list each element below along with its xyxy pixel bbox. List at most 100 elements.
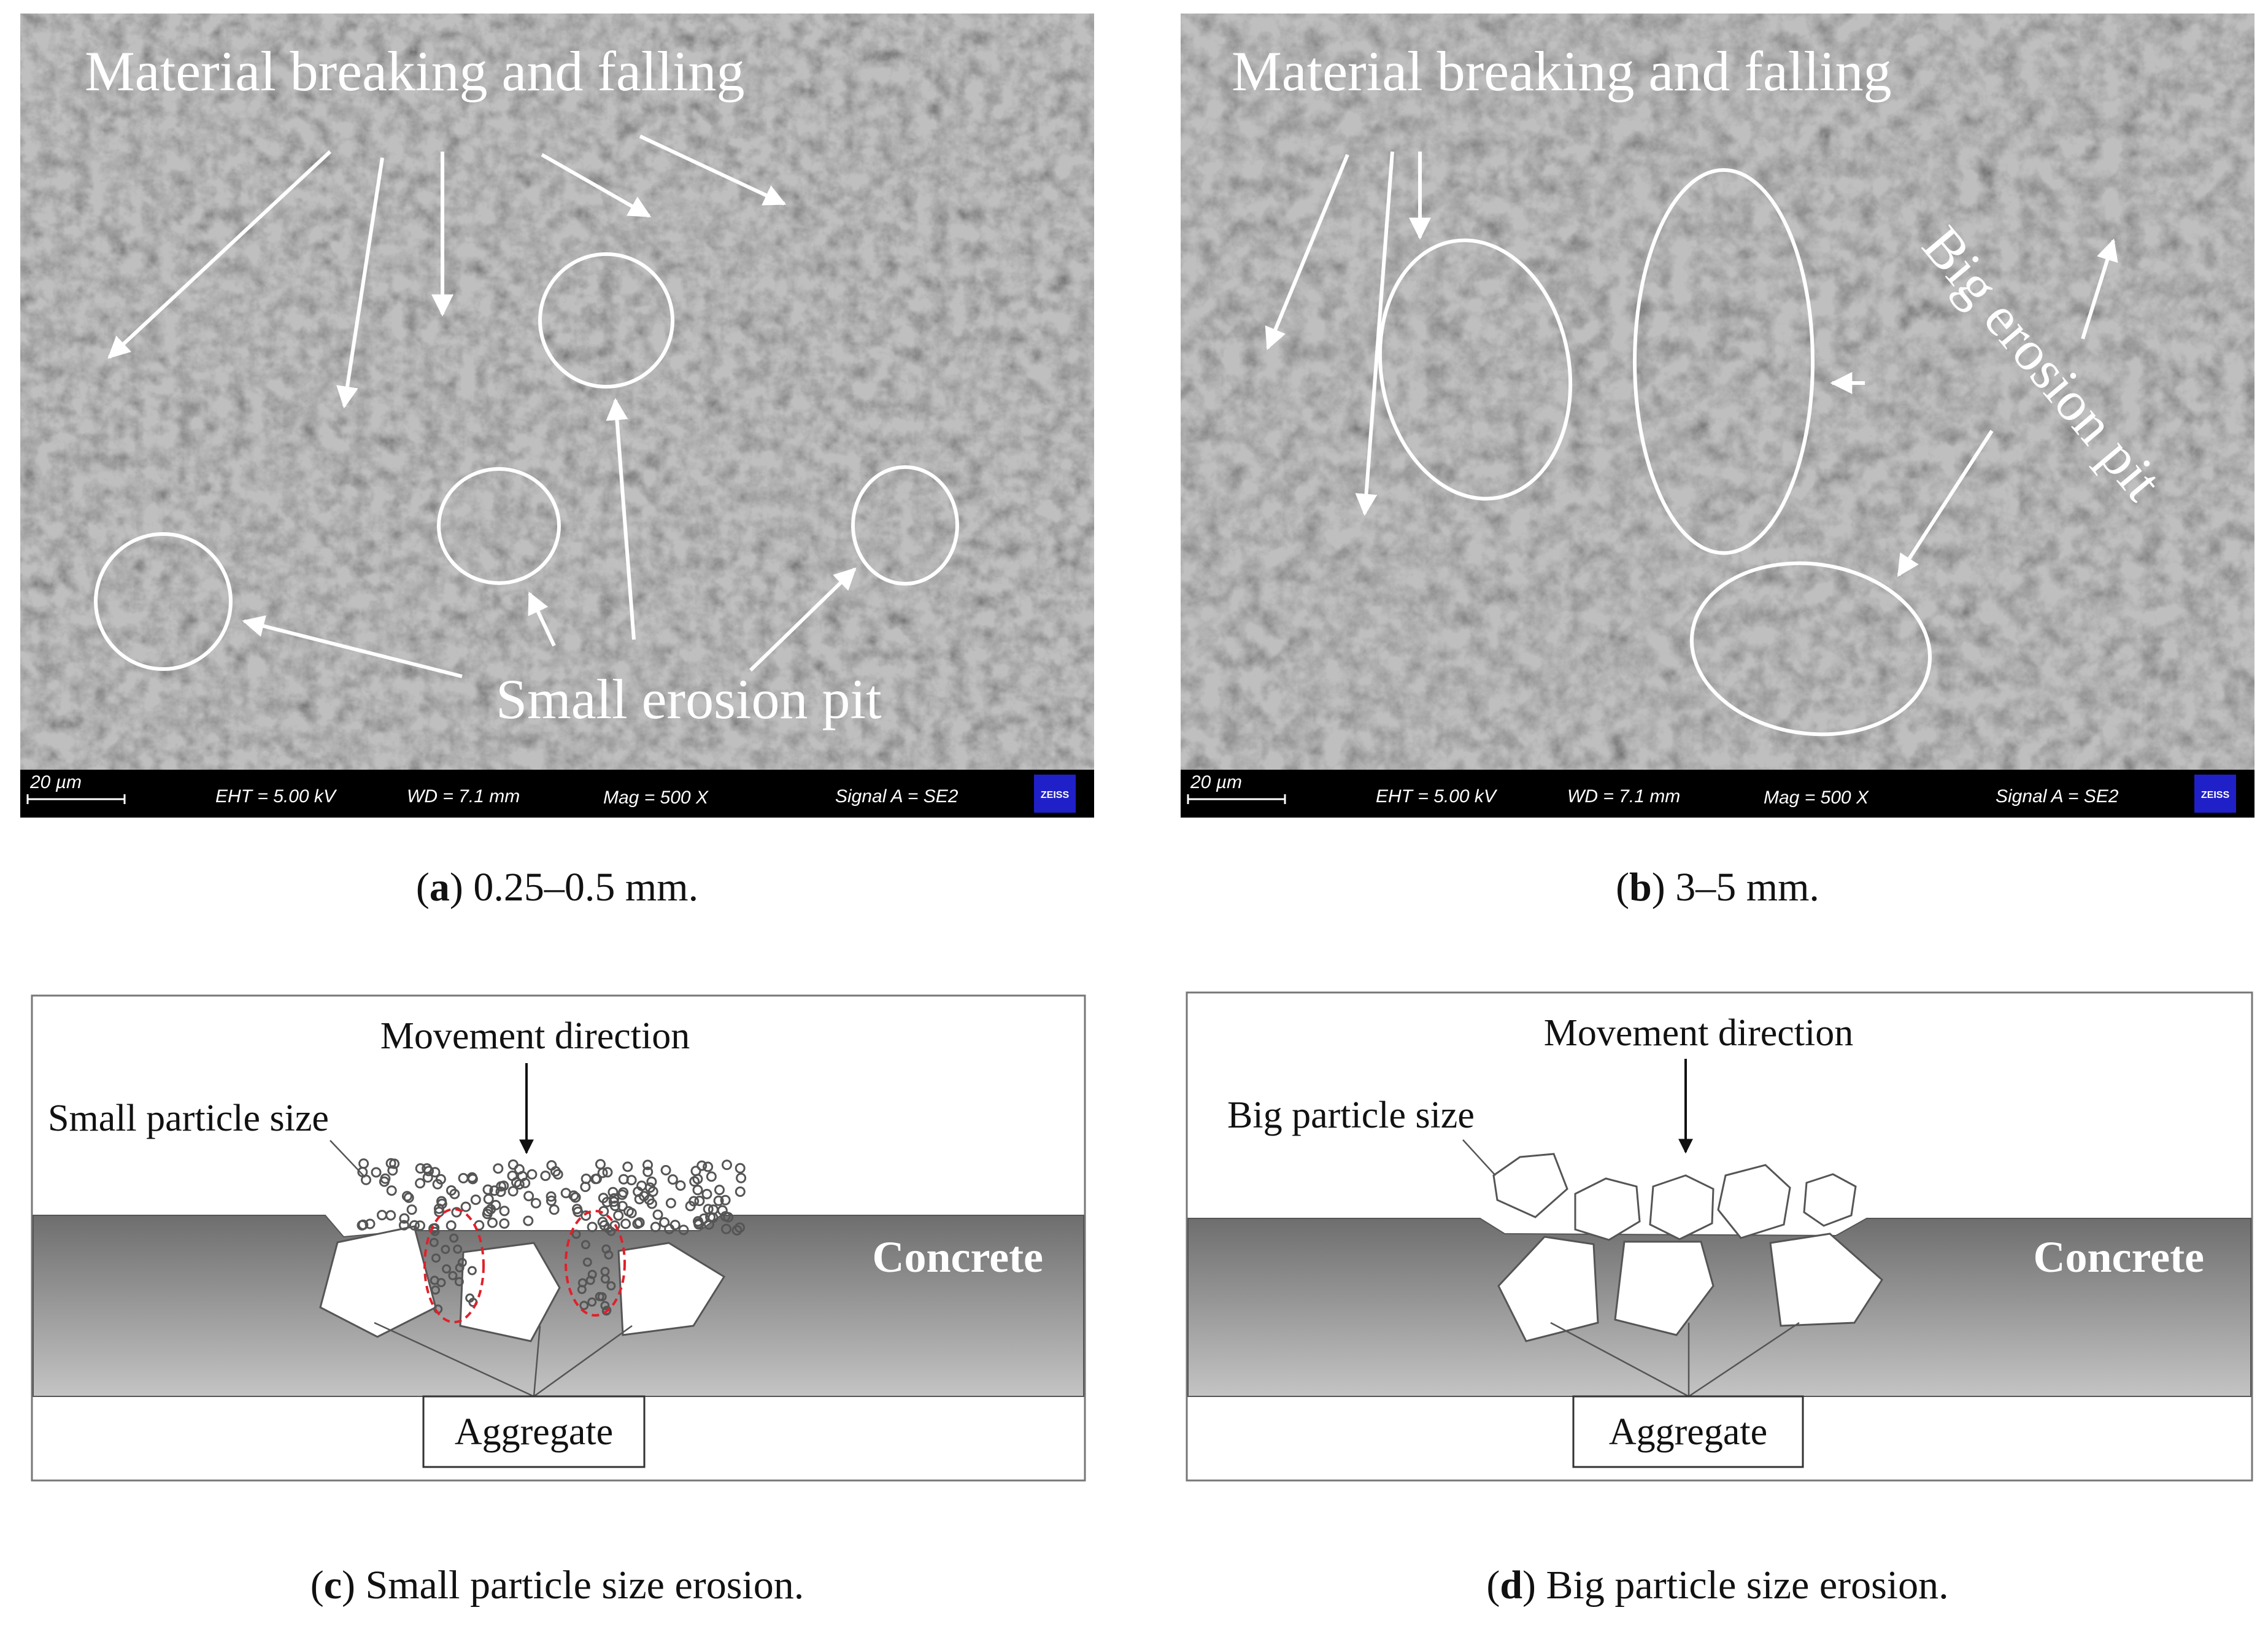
big-particles bbox=[1492, 1153, 1857, 1241]
small-particle bbox=[618, 1174, 629, 1185]
signal-value: Signal A = SE2 bbox=[1996, 786, 2119, 807]
particle-leader bbox=[330, 1140, 366, 1178]
dashed-circle bbox=[565, 1210, 626, 1317]
small-particle bbox=[678, 1225, 689, 1236]
small-particle bbox=[688, 1196, 700, 1207]
small-particle bbox=[600, 1301, 610, 1310]
small-particle bbox=[720, 1194, 731, 1205]
small-particle bbox=[722, 1159, 732, 1171]
small-particle bbox=[665, 1198, 676, 1209]
concrete-layer bbox=[1187, 1218, 2251, 1397]
small-particle bbox=[650, 1221, 661, 1233]
small-particle bbox=[690, 1166, 701, 1177]
small-particle bbox=[436, 1278, 446, 1288]
caption-letter-d: d bbox=[1500, 1563, 1523, 1608]
small-particle bbox=[580, 1240, 590, 1250]
small-particle bbox=[617, 1201, 628, 1212]
small-particle bbox=[453, 1244, 463, 1254]
aggregates bbox=[1497, 1233, 1883, 1342]
dashed-circles bbox=[423, 1208, 626, 1323]
big-particle bbox=[1717, 1164, 1791, 1239]
small-particle bbox=[587, 1221, 598, 1233]
big-particle bbox=[1803, 1173, 1857, 1227]
small-particle bbox=[499, 1205, 510, 1217]
small-particle bbox=[406, 1204, 417, 1215]
caption-text-d: Big particle size erosion. bbox=[1536, 1563, 1949, 1608]
small-particle bbox=[415, 1220, 425, 1231]
mag-value: Mag = 500 X bbox=[1764, 788, 1869, 808]
small-particle bbox=[701, 1188, 712, 1199]
small-particle bbox=[675, 1180, 686, 1191]
movement-direction-label: Movement direction bbox=[1544, 1012, 1853, 1054]
small-particle bbox=[467, 1174, 478, 1185]
small-particle bbox=[570, 1192, 581, 1203]
small-particle bbox=[423, 1166, 434, 1177]
small-particle bbox=[696, 1160, 708, 1171]
small-particle bbox=[694, 1196, 705, 1206]
small-particle bbox=[399, 1213, 410, 1224]
scale-bar-label: 20 µm bbox=[1190, 772, 1242, 792]
small-particle bbox=[706, 1171, 717, 1182]
small-particle bbox=[526, 1169, 538, 1180]
small-particle bbox=[431, 1285, 441, 1295]
small-particle bbox=[507, 1186, 519, 1197]
small-particle bbox=[731, 1225, 742, 1236]
aggregate-particle bbox=[1497, 1236, 1599, 1342]
small-particles bbox=[357, 1158, 747, 1316]
small-particle bbox=[664, 1223, 675, 1234]
small-particle bbox=[714, 1185, 725, 1196]
aggregate-box bbox=[1572, 1395, 1804, 1468]
small-particle bbox=[530, 1198, 541, 1209]
pit-circle bbox=[94, 532, 233, 671]
small-particle bbox=[604, 1250, 614, 1260]
zeiss-logo bbox=[1034, 775, 1076, 813]
small-particle bbox=[442, 1264, 452, 1274]
zeiss-logo-text: ZEISS bbox=[2201, 790, 2230, 800]
sem-info-bar bbox=[20, 770, 1094, 818]
caption-letter-b: b bbox=[1629, 865, 1652, 910]
small-particle bbox=[609, 1193, 620, 1204]
small-particle bbox=[493, 1163, 504, 1174]
small-particle bbox=[389, 1158, 400, 1169]
sem-texture bbox=[20, 14, 1094, 775]
label-material-breaking: Material breaking and falling bbox=[1232, 40, 1891, 103]
small-particle bbox=[642, 1166, 654, 1177]
small-particle bbox=[489, 1185, 500, 1196]
small-particle bbox=[582, 1257, 592, 1267]
diagram-big-particle: Movement direction Big particle size Con… bbox=[1186, 991, 2253, 1485]
small-particle bbox=[523, 1191, 534, 1202]
eht-value: EHT = 5.00 kV bbox=[215, 786, 338, 807]
small-particle bbox=[364, 1218, 376, 1229]
caption-a: (a) 0.25–0.5 mm. bbox=[415, 865, 699, 910]
dashed-circle bbox=[423, 1208, 485, 1323]
small-particle bbox=[660, 1165, 671, 1175]
small-particle bbox=[633, 1186, 644, 1197]
small-particle bbox=[735, 1222, 745, 1233]
small-particle bbox=[601, 1306, 611, 1316]
small-particle bbox=[499, 1218, 510, 1229]
small-particle bbox=[460, 1201, 471, 1212]
caption-text-b: 3–5 mm. bbox=[1665, 865, 1819, 910]
pit-ellipse bbox=[1633, 168, 1815, 555]
aggregate-box bbox=[422, 1395, 646, 1468]
small-particle bbox=[698, 1213, 709, 1224]
small-particle bbox=[422, 1172, 433, 1183]
small-particle bbox=[634, 1217, 645, 1228]
small-particle bbox=[580, 1174, 592, 1184]
caption-text-a: 0.25–0.5 mm. bbox=[463, 865, 699, 910]
small-particle bbox=[467, 1266, 477, 1275]
small-particle bbox=[546, 1191, 557, 1202]
aggregate-particle bbox=[1769, 1233, 1883, 1327]
small-particle bbox=[451, 1207, 462, 1218]
small-particle bbox=[429, 1237, 439, 1247]
small-particle bbox=[485, 1204, 496, 1215]
small-particle bbox=[560, 1188, 571, 1199]
small-particle bbox=[603, 1224, 613, 1234]
mag-value: Mag = 500 X bbox=[603, 788, 709, 808]
particle-size-label: Small particle size bbox=[48, 1097, 329, 1139]
small-particle bbox=[602, 1167, 613, 1178]
caption-b: (b) 3–5 mm. bbox=[1616, 865, 1819, 910]
small-particle bbox=[692, 1185, 703, 1196]
aggregate-particle bbox=[459, 1242, 561, 1342]
breaking-arrows bbox=[107, 134, 787, 409]
